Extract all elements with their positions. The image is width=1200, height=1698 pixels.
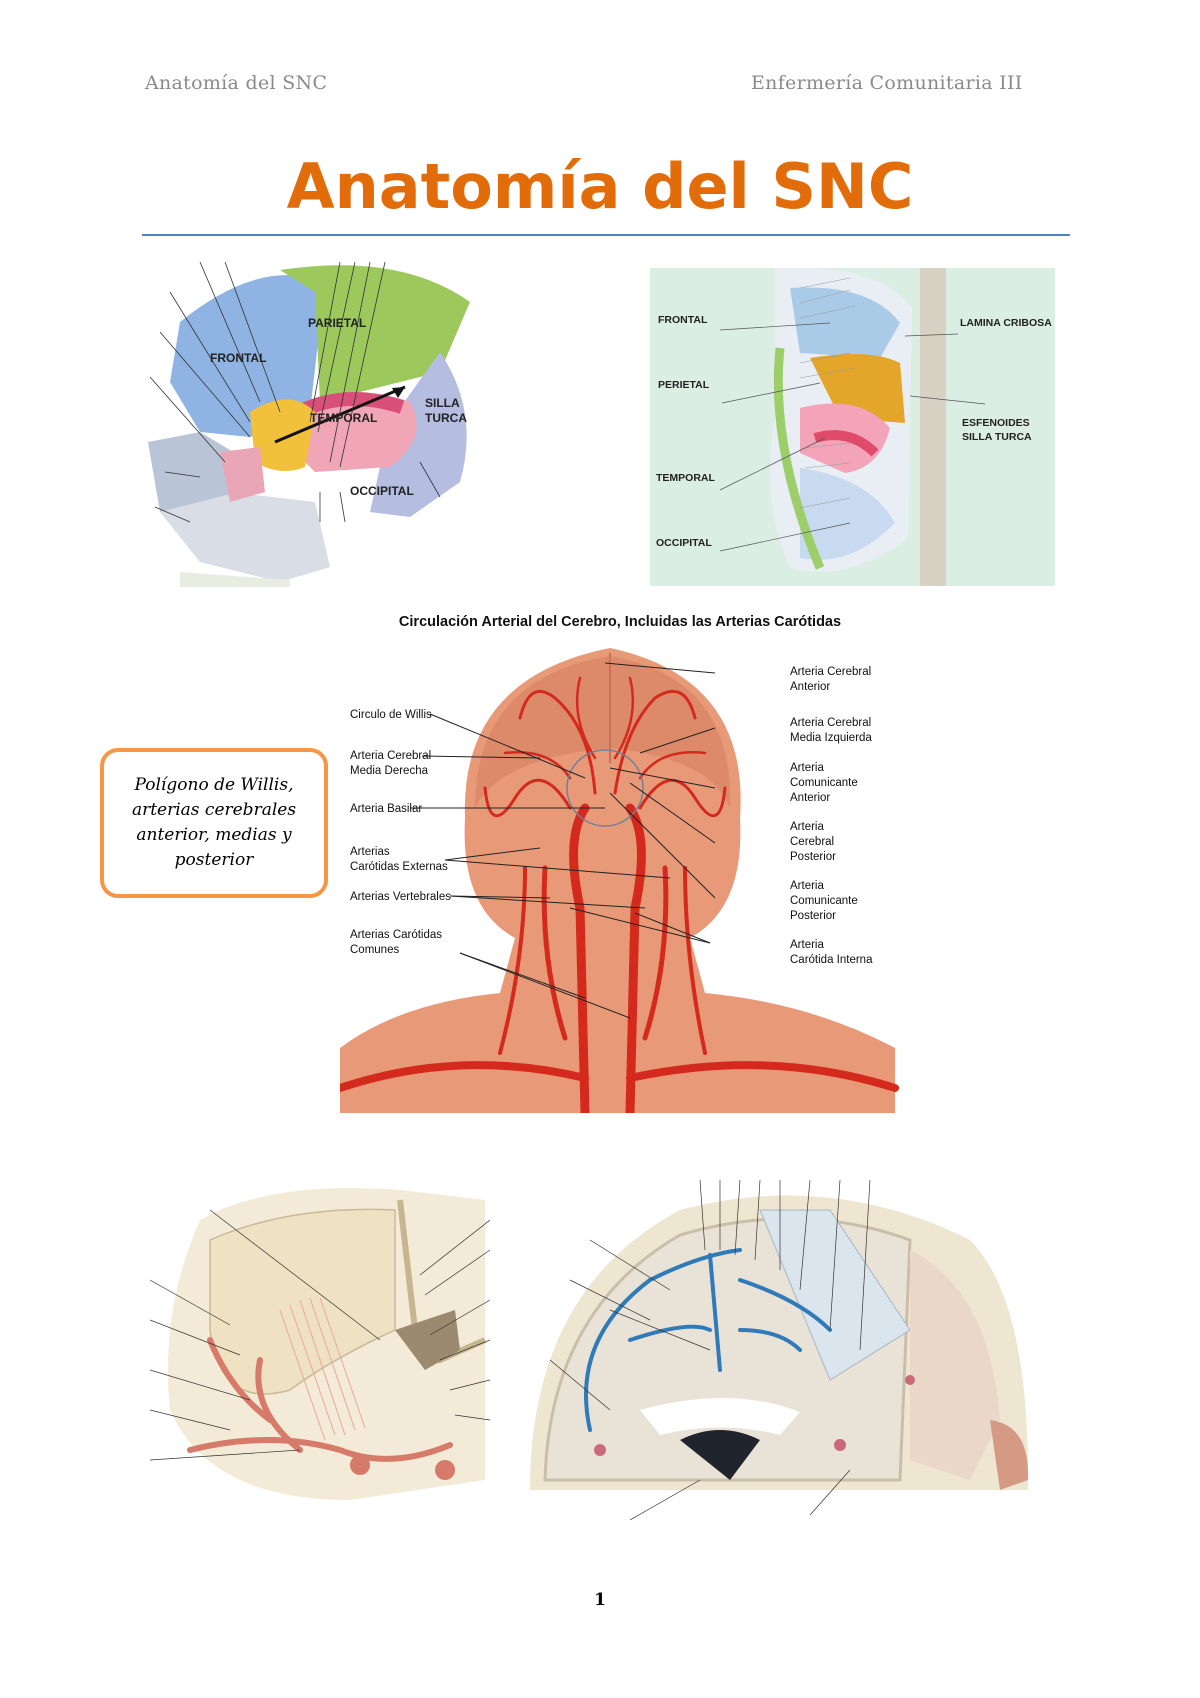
art-label-acm-izquierda-2: Media Izquierda [790,732,872,744]
arterial-circulation-figure: Circulación Arterial del Cerebro, Inclui… [340,608,900,1113]
sag-label-perietal: PERIETAL [658,379,710,391]
art-label-circulo-willis: Circulo de Willis [350,709,432,721]
art-label-carotida-interna-1: Arteria [790,939,824,951]
brain-coronal-arteries-figure [150,1180,490,1520]
running-header-right: Enfermería Comunitaria III [751,72,1023,94]
art-label-vertebrales: Arterias Vertebrales [350,891,451,903]
art-label-carotidas-comunes-2: Comunes [350,944,399,956]
art-label-carotida-interna-2: Carótida Interna [790,954,873,966]
brain-coronal-meninges-figure [530,1180,1030,1520]
art-label-acop-3: Posterior [790,910,836,922]
skull-label-parietal: PARIETAL [308,316,366,330]
art-label-acm-izquierda-1: Arteria Cerebral [790,717,871,729]
willis-callout: Polígono de Willis, arterias cerebrales … [100,748,328,898]
running-header-left: Anatomía del SNC [145,72,328,94]
art-label-aca-1: Arteria Cerebral [790,666,871,678]
skull-label-silla: SILLA [425,396,460,410]
sag-label-silla-turca: SILLA TURCA [962,431,1032,443]
skull-sagittal-figure: FRONTAL PERIETAL TEMPORAL OCCIPITAL LAMI… [650,268,1055,586]
skull-label-turca: TURCA [425,411,467,425]
skull-lateral-figure: PARIETAL FRONTAL TEMPORAL SILLA TURCA OC… [140,262,485,587]
art-label-carotidas-externas-2: Carótidas Externas [350,861,448,873]
art-label-basilar: Arteria Basilar [350,803,422,815]
art-label-acm-derecha-2: Media Derecha [350,765,429,777]
art-label-aca-2: Anterior [790,681,830,693]
art-label-acp-2: Cerebral [790,836,834,848]
sag-label-occipital: OCCIPITAL [656,537,712,549]
art-label-acp-3: Posterior [790,851,836,863]
art-label-carotidas-comunes-1: Arterias Carótidas [350,929,442,941]
skull-label-occipital: OCCIPITAL [350,484,414,498]
sag-label-esfenoides: ESFENOIDES [962,417,1030,429]
page-number: 1 [594,1590,606,1610]
art-label-carotidas-externas-1: Arterias [350,846,390,858]
title-underline [142,234,1070,236]
arterial-figure-title: Circulación Arterial del Cerebro, Inclui… [399,614,841,630]
art-label-acp-1: Arteria [790,821,824,833]
callout-text: Polígono de Willis, arterias cerebrales … [131,775,297,870]
art-label-acoa-3: Anterior [790,792,830,804]
art-label-acoa-2: Comunicante [790,777,858,789]
art-label-acoa-1: Arteria [790,762,824,774]
sag-label-frontal: FRONTAL [658,314,708,326]
art-label-acop-2: Comunicante [790,895,858,907]
sag-label-temporal: TEMPORAL [656,472,716,484]
skull-label-frontal: FRONTAL [210,351,266,365]
skull-label-temporal: TEMPORAL [310,411,377,425]
art-label-acop-1: Arteria [790,880,824,892]
art-label-acm-derecha-1: Arteria Cerebral [350,750,431,762]
page-title: Anatomía del SNC [286,150,914,223]
sag-label-lamina-cribosa: LAMINA CRIBOSA [960,317,1052,329]
